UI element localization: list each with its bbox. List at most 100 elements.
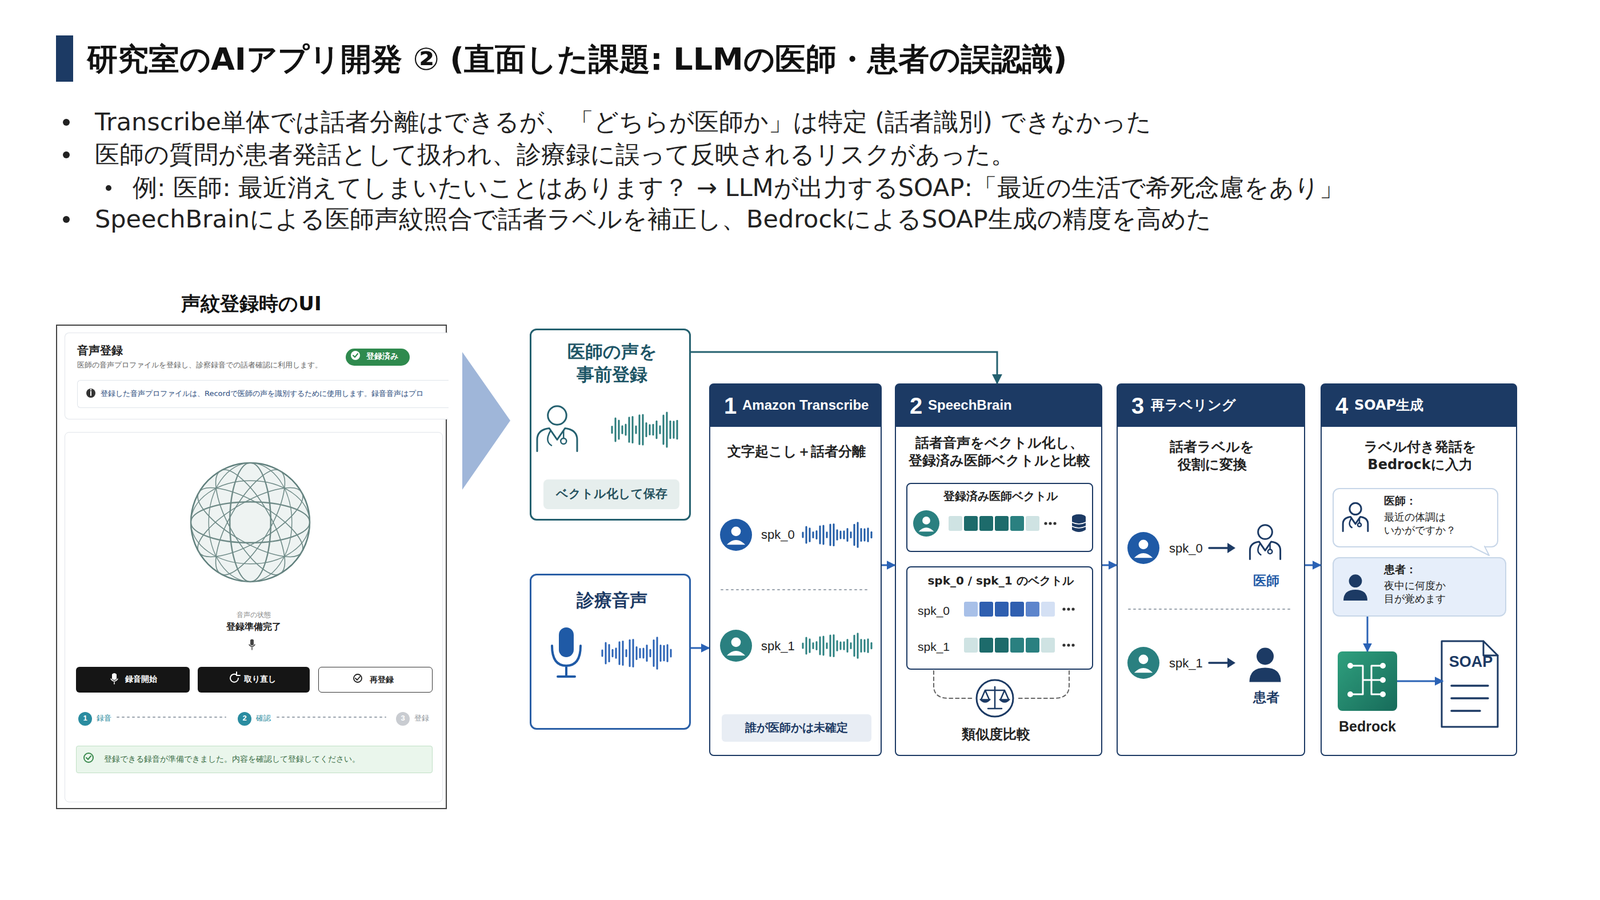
waveform (816, 642, 818, 650)
waveform (635, 426, 638, 434)
stethoscope (1357, 522, 1362, 527)
bedrock-circuit (1380, 662, 1386, 669)
speaker-icon (1127, 532, 1160, 564)
bubble-tail (1470, 546, 1490, 556)
voice-sphere-mesh (190, 502, 310, 543)
waveform (833, 634, 835, 656)
relabel-arrow (1209, 546, 1230, 550)
bullet-dot (62, 151, 70, 159)
node-text: 医師の声を 事前登録 (546, 340, 678, 387)
waveform (615, 648, 618, 658)
voice-sphere-mesh (188, 474, 312, 570)
vector-cell (1041, 637, 1055, 653)
ellipsis-dots (1044, 521, 1047, 525)
mic-icon-small (249, 644, 255, 650)
node-text: 音声の状態 (236, 610, 271, 619)
bullet-text: Transcribe単体では話者分離はできるが、「どちらが医師か」は特定 (話者… (94, 106, 1152, 138)
speaker-icon (1138, 654, 1149, 664)
node-text: 診療音声 (576, 589, 648, 612)
node-text: 最近の体調は いかがですか？ (1384, 510, 1493, 538)
info-bar: 登録した音声プロファイルは、Recordで医師の声を識別するために使用します。録… (77, 380, 449, 408)
button-icon (236, 672, 240, 676)
waveform (840, 642, 842, 650)
waveform (656, 637, 659, 669)
node-text: 登録済み (366, 351, 399, 362)
waveform (645, 422, 648, 436)
waveform (642, 414, 644, 445)
waveform (826, 643, 828, 649)
vector-cell (1041, 601, 1055, 617)
waveform (666, 645, 669, 662)
vector-cell (1025, 601, 1040, 617)
node-text: 患者 (1253, 689, 1280, 706)
vector-cell (979, 637, 994, 653)
node-text: 取り直し (244, 674, 276, 685)
waveform (629, 640, 631, 667)
waveform (622, 641, 624, 666)
doctor-icon (1342, 516, 1368, 531)
button-icon (355, 676, 360, 680)
waveform (843, 531, 846, 539)
waveform (853, 524, 856, 545)
waveform (628, 417, 631, 442)
node-text: 患者： (1384, 562, 1417, 577)
node-text: spk_0 (1169, 540, 1203, 557)
soap-document-outline (1483, 641, 1498, 656)
waveform (649, 425, 651, 435)
waveform (625, 424, 627, 435)
patient-icon (1343, 589, 1368, 601)
node-text: spk_0 (761, 526, 795, 543)
ui-button: 再登録 (318, 666, 433, 693)
waveform (605, 642, 607, 664)
waveform (646, 645, 648, 662)
waveform (636, 647, 638, 660)
waveform (653, 640, 655, 667)
node-text: 1 (82, 713, 87, 723)
waveform (822, 525, 825, 544)
vector-box: 登録済み医師ベクトル (906, 482, 1094, 552)
info-icon (86, 388, 96, 398)
waveform (836, 530, 839, 540)
flow-connector (1366, 616, 1369, 652)
patient-icon (1256, 648, 1274, 666)
title-bar (56, 35, 74, 82)
waveform (649, 649, 652, 656)
waveform (670, 649, 672, 657)
button-icon (110, 678, 118, 684)
waveform (867, 639, 870, 653)
vector-cell (1025, 637, 1040, 653)
vector-cell (964, 637, 978, 653)
node-text: 音声登録 (77, 343, 123, 358)
input-box: 診療音声 (529, 573, 691, 730)
waveform (669, 421, 672, 439)
waveform (652, 424, 655, 435)
ellipsis-dots (1066, 607, 1070, 611)
vector-cell (994, 516, 1009, 531)
check-icon (86, 756, 91, 760)
soap-document-lines (1451, 685, 1488, 711)
ellipsis-dots (1071, 643, 1075, 647)
vector-cell (994, 637, 1009, 653)
node-text: SOAP (1449, 652, 1494, 672)
bubble-tail (1470, 545, 1490, 556)
waveform (608, 645, 611, 662)
node-text: 登録準備完了 (226, 621, 282, 633)
waveform (618, 642, 621, 664)
stethoscope (547, 430, 552, 446)
relabel-arrow (1227, 542, 1236, 554)
flow-connector (1305, 564, 1321, 567)
node-text: 医師の音声プロファイルを登録し、診察録音での話者確認に利用します。 (77, 360, 323, 370)
dashed-bracket (933, 670, 1070, 699)
node-text: spk_0 (917, 603, 950, 619)
node-text: 声紋登録時のUI (181, 291, 322, 316)
node-text: Bedrock (1338, 717, 1396, 736)
waveform (660, 645, 662, 662)
node-text: 2 (909, 391, 923, 420)
bedrock-circuit (1350, 665, 1383, 695)
pill-label: 誰が医師かは未確定 (721, 714, 872, 742)
node-text: 3 (1131, 391, 1144, 420)
bedrock-circuit (1380, 677, 1386, 683)
mic-icon (552, 645, 581, 677)
button-icon (230, 674, 239, 683)
bedrock-circuit (1380, 691, 1386, 698)
